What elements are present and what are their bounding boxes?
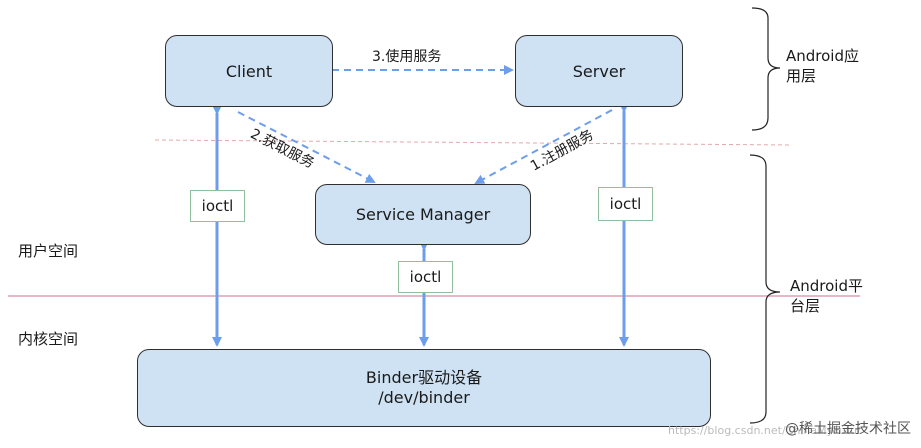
client-node: Client <box>165 35 333 107</box>
app-layer-divider <box>154 139 791 146</box>
server-label: Server <box>572 61 626 81</box>
watermark-text: @稀土掘金技术社区 <box>785 421 911 437</box>
edge-get-service <box>237 111 376 183</box>
watermark-url: https://blog.csdn.net/ChinaMyFutur <box>668 424 862 437</box>
binder-label-line2: /dev/binder <box>378 388 470 407</box>
service-manager-node: Service Manager <box>315 184 531 245</box>
app-layer-label-line2: 用层 <box>786 67 817 85</box>
ioctl-label-right: ioctl <box>598 187 653 221</box>
use-service-label: 3.使用服务 <box>372 49 442 65</box>
edge-register-service <box>474 109 613 184</box>
ioctl-label-middle: ioctl <box>398 261 453 293</box>
server-node: Server <box>515 35 683 107</box>
service-manager-label: Service Manager <box>355 205 491 224</box>
app-layer-brace <box>751 7 781 131</box>
platform-layer-label-line1: Android平 <box>790 277 863 295</box>
user-space-label: 用户空间 <box>18 242 79 260</box>
platform-layer-label: Android平 台层 <box>790 276 863 316</box>
client-label: Client <box>225 61 273 81</box>
app-layer-label: Android应 用层 <box>786 46 859 86</box>
ioctl-label-left: ioctl <box>190 190 245 222</box>
platform-layer-brace <box>749 154 781 424</box>
kernel-space-label: 内核空间 <box>18 330 79 348</box>
platform-layer-label-line2: 台层 <box>790 297 821 315</box>
binder-driver-node: Binder驱动设备 /dev/binder <box>137 349 711 427</box>
binder-label-line1: Binder驱动设备 <box>365 368 483 387</box>
app-layer-label-line1: Android应 <box>786 47 859 65</box>
